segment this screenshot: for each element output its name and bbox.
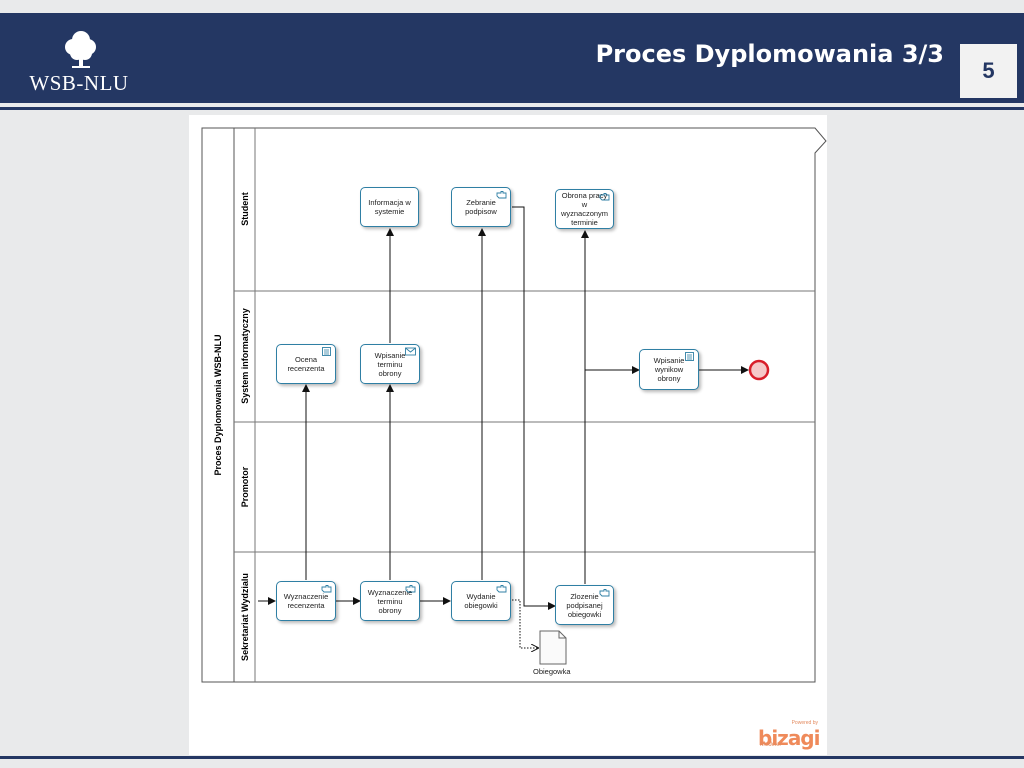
bizagi-logo: Powered by bizagi Modeler bbox=[758, 720, 820, 750]
footer-divider bbox=[0, 756, 1024, 759]
script-icon bbox=[322, 347, 331, 356]
sequence-flow bbox=[512, 206, 556, 610]
tree-icon bbox=[65, 31, 96, 68]
task-label: Wyznaczenie terminu obrony bbox=[367, 587, 413, 615]
task-label: Wyznaczenie recenzenta bbox=[283, 592, 329, 610]
end-event bbox=[748, 359, 770, 381]
task-wyznaczenie-terminu[interactable]: Wyznaczenie terminu obrony bbox=[360, 581, 420, 621]
lane-label-system: System informatyczny bbox=[240, 308, 250, 404]
envelope-icon bbox=[405, 347, 416, 356]
header-bar: WSB-NLU Proces Dyplomowania 3/3 5 bbox=[0, 13, 1024, 103]
task-obrona[interactable]: Obrona pracy w wyznaczonym terminie bbox=[555, 189, 614, 229]
task-label: Wpisanie wynikow obrony bbox=[653, 356, 685, 383]
lane-label-student: Student bbox=[240, 192, 250, 226]
task-wyznaczenie-recenzenta[interactable]: Wyznaczenie recenzenta bbox=[276, 581, 336, 621]
pool-label: Proces Dyplomowania WSB-NLU bbox=[213, 334, 223, 476]
task-zebranie[interactable]: Zebranie podpisow bbox=[451, 187, 511, 227]
logo-text: WSB-NLU bbox=[29, 71, 129, 95]
task-label: Zlozenie podpisanej obiegowki bbox=[566, 591, 603, 619]
hand-icon bbox=[321, 585, 332, 593]
pool-frame bbox=[201, 127, 827, 683]
hand-icon bbox=[599, 193, 610, 201]
lane-label-promotor: Promotor bbox=[240, 466, 250, 508]
task-wydanie[interactable]: Wydanie obiegowki bbox=[451, 581, 511, 621]
task-label: Informacja w systemie bbox=[368, 198, 411, 216]
data-association bbox=[512, 599, 538, 648]
slide-number: 5 bbox=[960, 44, 1017, 98]
task-label: Wydanie obiegowki bbox=[464, 592, 498, 610]
header-divider bbox=[0, 107, 1024, 110]
script-icon bbox=[685, 352, 694, 361]
task-label: Ocena recenzenta bbox=[287, 355, 325, 373]
wsb-nlu-logo: WSB-NLU bbox=[26, 25, 136, 95]
hand-icon bbox=[496, 191, 507, 199]
hand-icon bbox=[599, 589, 610, 597]
task-label: Wpisanie terminu obrony bbox=[374, 350, 406, 378]
task-wpisanie-terminu[interactable]: Wpisanie terminu obrony bbox=[360, 344, 420, 384]
task-wpisanie-wynikow[interactable]: Wpisanie wynikow obrony bbox=[639, 349, 699, 390]
powered-by: Powered by bbox=[791, 720, 818, 726]
task-label: Zebranie podpisow bbox=[465, 198, 497, 216]
lane-label-sekretariat: Sekretariat Wydzialu bbox=[240, 573, 250, 661]
hand-icon bbox=[496, 585, 507, 593]
task-ocena[interactable]: Ocena recenzenta bbox=[276, 344, 336, 384]
bizagi-wordmark: bizagi bbox=[758, 726, 820, 750]
document-icon bbox=[539, 630, 567, 665]
hand-icon bbox=[405, 585, 416, 593]
document-label: Obiegowka bbox=[533, 667, 571, 676]
bizagi-product: Modeler bbox=[760, 742, 782, 748]
task-zlozenie[interactable]: Zlozenie podpisanej obiegowki bbox=[555, 585, 614, 625]
task-label: Obrona pracy w wyznaczonym terminie bbox=[560, 191, 609, 227]
task-informacja[interactable]: Informacja w systemie bbox=[360, 187, 419, 227]
slide-title: Proces Dyplomowania 3/3 bbox=[595, 40, 944, 68]
